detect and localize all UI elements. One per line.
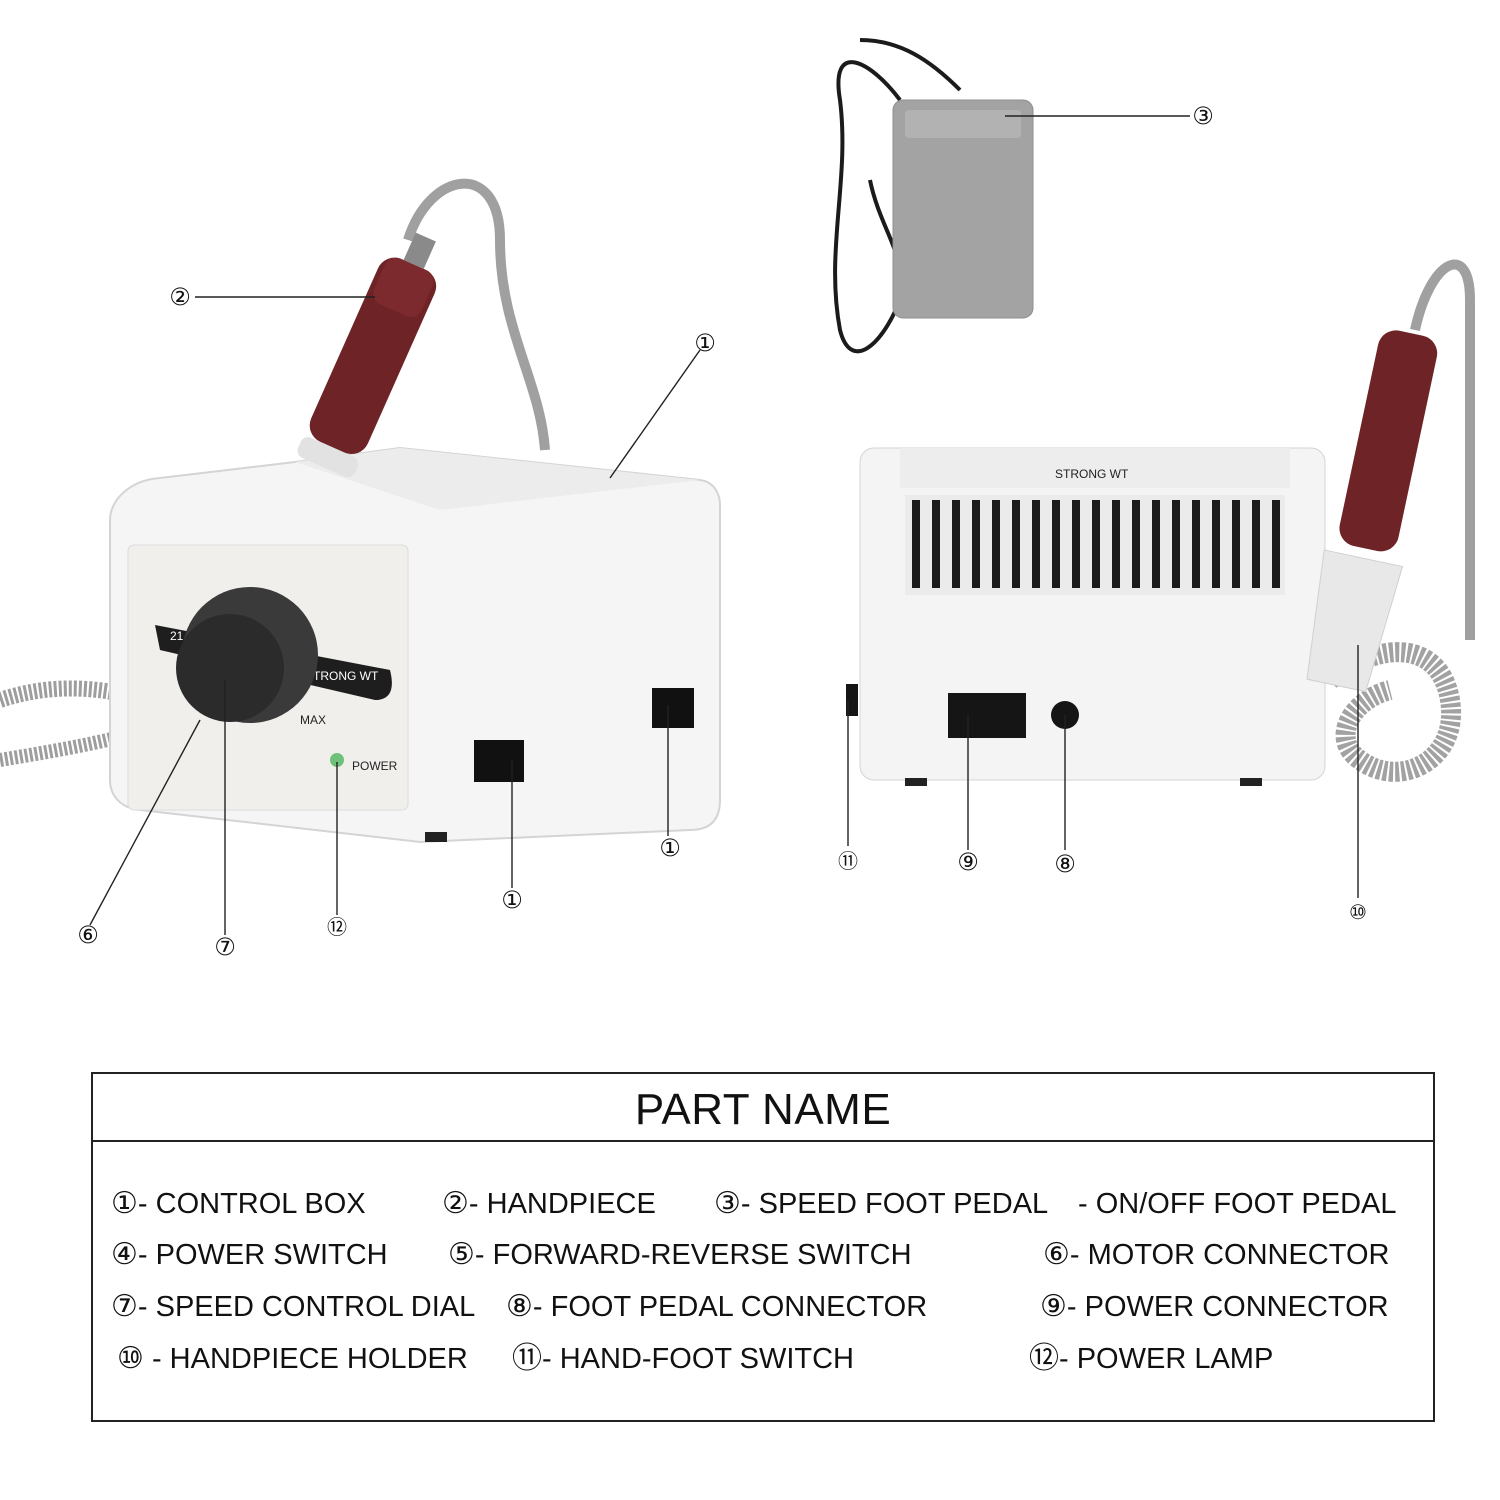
legend-row: ⑩ - HANDPIECE HOLDER ⑪- HAND-FOOT SWITCH… bbox=[93, 1339, 1433, 1379]
legend-item: ⑨- POWER CONNECTOR bbox=[1040, 1289, 1389, 1324]
forward-reverse-switch[interactable] bbox=[474, 740, 524, 782]
legend-item: ③- SPEED FOOT PEDAL bbox=[714, 1186, 1049, 1221]
vent-slot bbox=[1272, 500, 1280, 588]
vent-slot bbox=[1052, 500, 1060, 588]
vent-slot bbox=[912, 500, 920, 588]
callout-1: ① bbox=[694, 329, 716, 357]
legend-item: ⑤- FORWARD-REVERSE SWITCH bbox=[448, 1237, 912, 1272]
hand-foot-switch[interactable] bbox=[846, 684, 858, 716]
vent-slot bbox=[1192, 500, 1200, 588]
pedal-top bbox=[905, 110, 1021, 138]
handpiece-holder bbox=[1306, 549, 1404, 693]
leader-line-1 bbox=[609, 349, 701, 479]
handpiece-in-holder bbox=[1306, 330, 1438, 693]
right-handpiece-cable bbox=[1410, 259, 1475, 640]
back-top bbox=[900, 448, 1290, 488]
dial-max-text: MAX bbox=[300, 713, 326, 727]
legend-item: ⑩ - HANDPIECE HOLDER bbox=[117, 1341, 468, 1376]
legend-item: ⑪- HAND-FOOT SWITCH bbox=[512, 1341, 854, 1376]
pedal-cable bbox=[833, 60, 904, 354]
product-diagram: STRONG WT 21 MAX POWER STRONG WT bbox=[0, 38, 1475, 961]
device-illustration: STRONG WT 21 MAX POWER STRONG WT bbox=[0, 38, 1475, 935]
legend-row: ⑦- SPEED CONTROL DIAL ⑧- FOOT PEDAL CONN… bbox=[93, 1287, 1433, 1327]
legend-item: ⑧- FOOT PEDAL CONNECTOR bbox=[506, 1289, 928, 1324]
vent-slot bbox=[1172, 500, 1180, 588]
callout-6: ⑥ bbox=[77, 921, 99, 949]
handpiece bbox=[297, 232, 437, 478]
dial-min-text: 21 bbox=[170, 629, 184, 643]
vent-slot bbox=[932, 500, 940, 588]
legend-item: ②- HANDPIECE bbox=[442, 1186, 656, 1221]
legend-row: ①- CONTROL BOX ②- HANDPIECE ③- SPEED FOO… bbox=[93, 1184, 1433, 1224]
callout-3: ③ bbox=[1192, 102, 1214, 130]
speed-control-dial[interactable] bbox=[176, 614, 284, 722]
vent-slot bbox=[1252, 500, 1260, 588]
callout-11: ⑪ bbox=[838, 849, 858, 873]
vent-slot bbox=[972, 500, 980, 588]
vent-slot bbox=[952, 500, 960, 588]
part-name-legend: PART NAME ①- CONTROL BOX ②- HANDPIECE ③-… bbox=[91, 1072, 1435, 1422]
foot bbox=[1240, 778, 1262, 786]
power-lamp bbox=[330, 753, 344, 767]
callout-9: ⑨ bbox=[957, 848, 979, 876]
vent-slot bbox=[1092, 500, 1100, 588]
legend-item: ⑦- SPEED CONTROL DIAL bbox=[111, 1289, 476, 1324]
foot bbox=[905, 778, 927, 786]
vent-slot bbox=[1232, 500, 1240, 588]
legend-title: PART NAME bbox=[93, 1074, 1433, 1142]
vent-slot bbox=[1152, 500, 1160, 588]
foot-pedal[interactable] bbox=[892, 99, 1034, 319]
legend-item: ⑥- MOTOR CONNECTOR bbox=[1043, 1237, 1390, 1272]
legend-item: - ON/OFF FOOT PEDAL bbox=[1078, 1188, 1397, 1220]
vent-slot bbox=[1072, 500, 1080, 588]
callout-7: ⑦ bbox=[214, 933, 236, 961]
callout-1c: ① bbox=[659, 834, 681, 862]
legend-item: ⑫- POWER LAMP bbox=[1029, 1341, 1274, 1376]
back-brand-text: STRONG WT bbox=[1055, 467, 1129, 481]
vent-slot bbox=[1132, 500, 1140, 588]
power-connector[interactable] bbox=[948, 693, 1026, 738]
vent-slot bbox=[1012, 500, 1020, 588]
power-switch[interactable] bbox=[652, 688, 694, 728]
control-box-top bbox=[295, 448, 700, 510]
callout-1b: ① bbox=[501, 886, 523, 914]
vent-slot bbox=[1212, 500, 1220, 588]
vent-slot bbox=[1032, 500, 1040, 588]
leader-line-6 bbox=[89, 719, 201, 926]
vent-slot bbox=[992, 500, 1000, 588]
handpiece-cable bbox=[403, 178, 550, 451]
right-coiled-cable bbox=[1323, 642, 1462, 782]
legend-item: ①- CONTROL BOX bbox=[111, 1186, 366, 1221]
foot bbox=[425, 832, 447, 842]
callout-10: ⑩ bbox=[1349, 900, 1367, 924]
callout-2: ② bbox=[169, 283, 191, 311]
vent-slot bbox=[1112, 500, 1120, 588]
callout-12: ⑫ bbox=[327, 915, 347, 939]
callout-8: ⑧ bbox=[1054, 850, 1076, 878]
front-brand-text: STRONG WT bbox=[305, 669, 379, 683]
legend-item: ④- POWER SWITCH bbox=[111, 1237, 388, 1272]
pedal-cable-top bbox=[859, 38, 962, 92]
legend-row: ④- POWER SWITCH ⑤- FORWARD-REVERSE SWITC… bbox=[93, 1235, 1433, 1275]
power-lamp-text: POWER bbox=[352, 759, 398, 773]
